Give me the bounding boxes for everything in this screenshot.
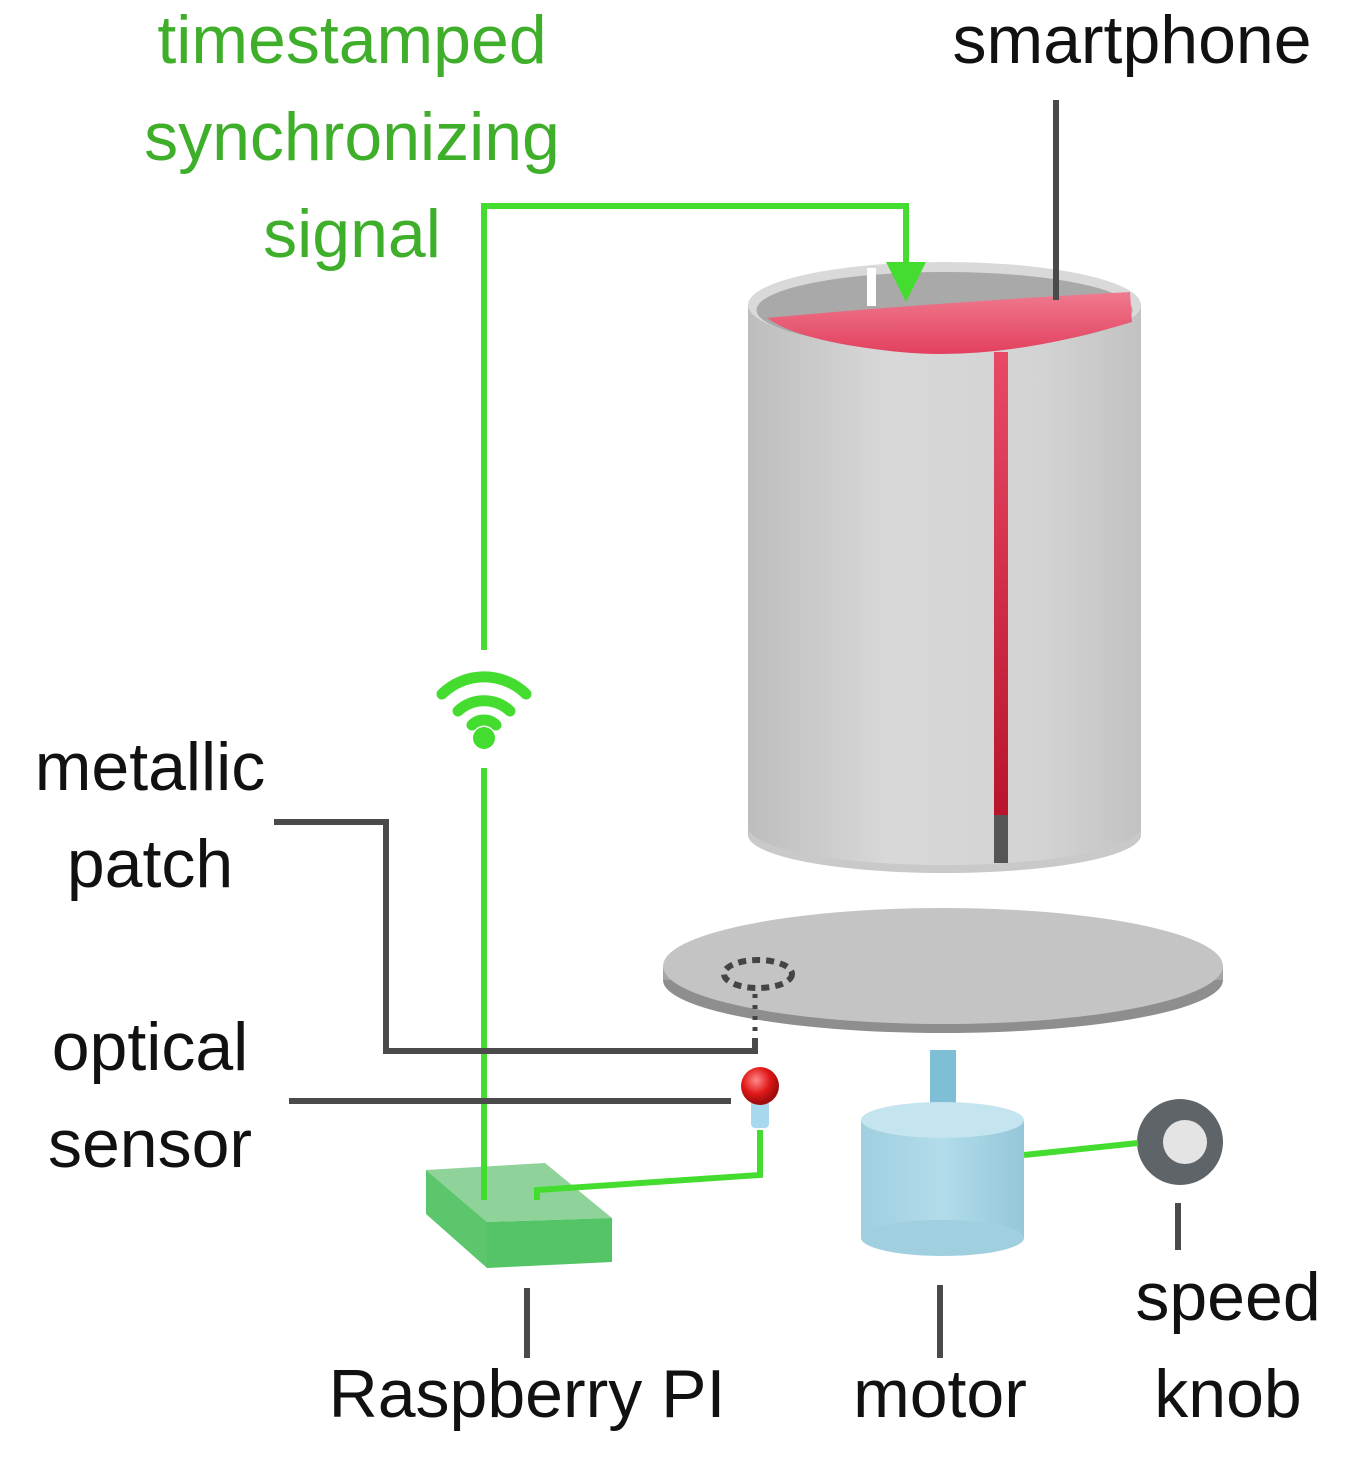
raspberry-pi-label: Raspberry PI <box>329 1356 726 1432</box>
red-led-icon <box>741 1067 779 1105</box>
rotating-drum <box>748 262 1141 873</box>
metallic-patch-marker <box>721 957 795 991</box>
signal-label-line3: signal <box>263 196 441 272</box>
speed-knob-label-line1: speed <box>1135 1259 1320 1335</box>
metallic-patch-label-line2: patch <box>67 826 233 902</box>
wifi-icon <box>436 671 532 731</box>
optical-sensor <box>741 1067 779 1128</box>
signal-label-line1: timestamped <box>157 2 546 78</box>
turntable <box>663 908 1223 1040</box>
smartphone-top <box>767 292 1132 354</box>
optical-sensor-label-line1: optical <box>52 1009 249 1085</box>
leader-lines <box>274 100 1181 1358</box>
optical-sensor-label-line2: sensor <box>48 1106 252 1182</box>
speed-knob-label-line2: knob <box>1154 1356 1301 1432</box>
signal-wires <box>481 203 1139 1200</box>
smartphone-edge <box>994 352 1008 817</box>
speed-knob <box>1137 1099 1223 1185</box>
smartphone-label: smartphone <box>952 2 1311 78</box>
raspberry-pi-box <box>426 1163 612 1268</box>
motor <box>861 1050 1024 1256</box>
signal-arrowhead <box>886 262 926 302</box>
metallic-patch-label-line1: metallic <box>35 729 266 805</box>
signal-label-line2: synchronizing <box>144 99 560 175</box>
wifi-dot <box>473 727 495 749</box>
motor-label: motor <box>853 1356 1027 1432</box>
